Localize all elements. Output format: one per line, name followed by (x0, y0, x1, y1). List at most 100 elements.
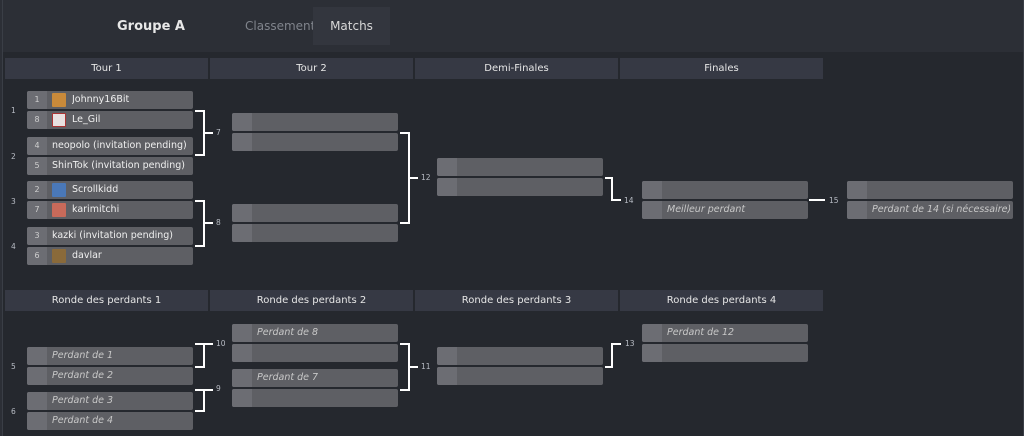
match-1[interactable]: 1 Johnny16Bit 8 Le_Gil (27, 91, 193, 129)
match-slot[interactable]: 5 ShinTok (invitation pending) (27, 157, 193, 175)
match-slot[interactable]: Perdant de 2 (27, 367, 193, 385)
match-slot[interactable]: 1 Perdant de 3 (27, 392, 193, 410)
seed-badge (232, 344, 252, 362)
match-slot[interactable]: Perdant de 12 (642, 324, 808, 342)
seed-badge: 5 (27, 157, 47, 175)
seed-badge (847, 181, 867, 199)
player-name: kazki (invitation pending) (52, 230, 174, 241)
match-slot[interactable]: Perdant de 8 (232, 324, 398, 342)
connector (195, 154, 205, 156)
avatar (52, 249, 66, 263)
match-slot[interactable] (437, 367, 603, 385)
tab-matchs[interactable]: Matchs (313, 7, 390, 45)
seed-badge (642, 344, 662, 362)
connector (203, 389, 213, 391)
avatar (52, 183, 66, 197)
round-header-tour-1: Tour 1 (5, 58, 208, 79)
match-slot[interactable]: Perdant de 1 (27, 347, 193, 365)
match-12[interactable] (437, 158, 603, 196)
round-header-perdants-1: Ronde des perdants 1 (5, 290, 208, 311)
seed-badge: 4 (27, 137, 47, 155)
connector (611, 177, 613, 201)
match-slot[interactable] (232, 224, 398, 242)
match-slot[interactable]: 8 Le_Gil (27, 111, 193, 129)
match-15[interactable]: Perdant de 14 (si nécessaire) (847, 181, 1013, 219)
seed-badge (232, 389, 252, 407)
connector (203, 389, 205, 412)
player-name: Johnny16Bit (72, 94, 130, 105)
match-6[interactable]: 1 Perdant de 3 Perdant de 4 (27, 392, 193, 430)
match-slot[interactable] (642, 344, 808, 362)
player-name: ShinTok (invitation pending) (52, 160, 185, 171)
round-header-perdants-2: Ronde des perdants 2 (210, 290, 413, 311)
match-11[interactable] (437, 347, 603, 385)
seed-badge (437, 367, 457, 385)
match-number: 4 (11, 242, 16, 251)
match-number: 3 (11, 197, 16, 206)
seed-badge (232, 113, 252, 131)
round-header-demi-finales: Demi-Finales (415, 58, 618, 79)
connector (195, 410, 205, 412)
seed-badge (232, 204, 252, 222)
match-slot[interactable]: 3 kazki (invitation pending) (27, 227, 193, 245)
match-slot[interactable]: Meilleur perdant (642, 201, 808, 219)
match-slot[interactable] (437, 347, 603, 365)
player-name: Le_Gil (72, 114, 101, 125)
match-9[interactable]: Perdant de 7 (232, 369, 398, 407)
seed-badge: 8 (27, 111, 47, 129)
connector (611, 343, 621, 345)
player-name: karimitchi (72, 204, 120, 215)
match-number: 13 (625, 339, 635, 348)
match-8[interactable] (232, 204, 398, 242)
match-3[interactable]: 2 Scrollkidd 7 karimitchi (27, 181, 193, 219)
connector (605, 366, 613, 368)
match-13[interactable]: Perdant de 12 (642, 324, 808, 362)
match-7[interactable] (232, 113, 398, 151)
match-2[interactable]: 4 neopolo (invitation pending) 5 ShinTok… (27, 137, 193, 175)
match-slot[interactable]: 6 davlar (27, 247, 193, 265)
avatar (52, 93, 66, 107)
match-5[interactable]: Perdant de 1 Perdant de 2 (27, 347, 193, 385)
player-name: Scrollkidd (72, 184, 119, 195)
match-slot[interactable] (232, 344, 398, 362)
match-slot[interactable]: Perdant de 4 (27, 412, 193, 430)
match-slot[interactable]: 2 Scrollkidd (27, 181, 193, 199)
match-number: 1 (11, 106, 16, 115)
player-name: davlar (72, 250, 102, 261)
match-slot[interactable]: 4 neopolo (invitation pending) (27, 137, 193, 155)
match-slot[interactable]: Perdant de 14 (si nécessaire) (847, 201, 1013, 219)
round-header-tour-2: Tour 2 (210, 58, 413, 79)
group-title: Groupe A (117, 19, 185, 34)
match-slot[interactable] (437, 178, 603, 196)
seed-badge (27, 412, 47, 430)
connector (195, 200, 205, 202)
seed-badge (232, 224, 252, 242)
tab-classement[interactable]: Classement (245, 19, 316, 33)
match-10[interactable]: Perdant de 8 (232, 324, 398, 362)
match-slot[interactable] (232, 389, 398, 407)
match-slot[interactable] (642, 181, 808, 199)
match-number: 15 (829, 196, 839, 205)
match-number: 8 (216, 218, 221, 227)
match-number: 14 (624, 196, 634, 205)
slot-placeholder: Meilleur perdant (667, 204, 746, 215)
match-slot[interactable]: 1 Johnny16Bit (27, 91, 193, 109)
match-slot[interactable] (847, 181, 1013, 199)
match-14[interactable]: Meilleur perdant (642, 181, 808, 219)
match-slot[interactable]: Perdant de 7 (232, 369, 398, 387)
match-slot[interactable] (232, 113, 398, 131)
seed-badge (437, 347, 457, 365)
slot-placeholder: Perdant de 14 (si nécessaire) (872, 204, 1010, 215)
connector (400, 389, 410, 391)
seed-badge (642, 181, 662, 199)
match-4[interactable]: 3 kazki (invitation pending) 6 davlar (27, 227, 193, 265)
match-slot[interactable] (232, 204, 398, 222)
match-slot[interactable] (232, 133, 398, 151)
match-number: 5 (11, 362, 16, 371)
connector (195, 366, 205, 368)
match-slot[interactable] (437, 158, 603, 176)
match-number: 9 (216, 384, 221, 393)
connector (605, 177, 613, 179)
match-slot[interactable]: 7 karimitchi (27, 201, 193, 219)
